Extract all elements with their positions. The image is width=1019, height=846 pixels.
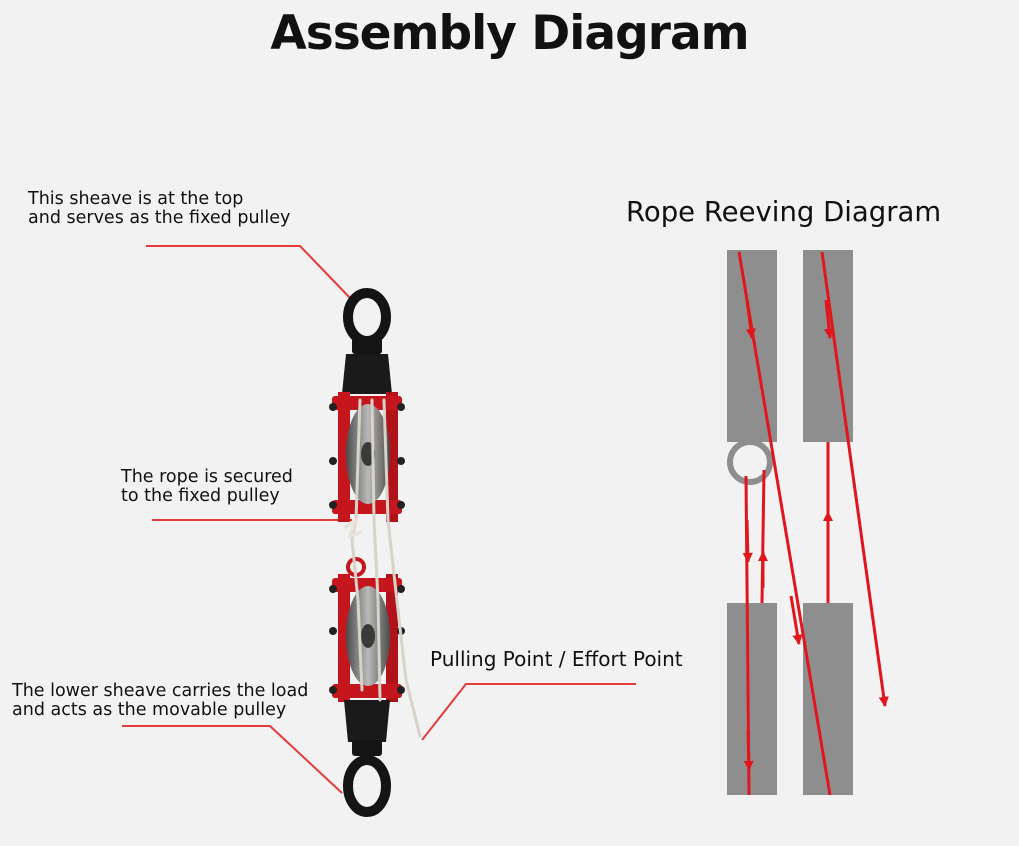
- rope-secured-label: The rope is secured to the fixed pulley: [121, 468, 293, 506]
- upper-frame-bottom: [332, 500, 402, 514]
- lower-sheave-label-line-1: The lower sheave carries the load: [12, 681, 309, 701]
- rope-strand-2: [370, 398, 382, 702]
- rope-path-1: [737, 251, 832, 796]
- upper-bolt-5: [329, 501, 337, 509]
- top-sheave-label-line-2: and serves as the fixed pulley: [28, 208, 291, 228]
- lower-sheave-leader: [122, 725, 343, 794]
- lower-bolt-1: [329, 585, 337, 593]
- pulley-block-assembly: [329, 288, 422, 817]
- lower-bolt-5: [329, 686, 337, 694]
- upper-bolt-6: [397, 501, 405, 509]
- pulling-point-label: Pulling Point / Effort Point: [430, 647, 683, 671]
- lower-frame-left: [338, 574, 350, 702]
- lower-sheave-hub: [361, 624, 375, 648]
- rope-strands: [350, 398, 422, 738]
- lower-sheave-label: The lower sheave carries the load and ac…: [12, 682, 308, 720]
- upper-bolt-1: [329, 403, 337, 411]
- top-eye: [343, 288, 391, 346]
- movable-block-left: [727, 603, 777, 795]
- rope-strand-3: [382, 398, 422, 738]
- lower-bolt-6: [397, 686, 405, 694]
- top-sheave-leader: [146, 245, 353, 301]
- fixed-block-left: [727, 250, 777, 442]
- arrow-down-5: [743, 729, 754, 772]
- rope-reeving-title: Rope Reeving Diagram: [626, 196, 942, 228]
- reeving-schematic: [727, 250, 889, 796]
- lower-bolt-3: [329, 627, 337, 635]
- lower-frame-top: [332, 578, 402, 592]
- rope-path-2: [820, 251, 889, 708]
- lower-frame-bottom: [332, 684, 402, 698]
- lower-frame-right: [386, 574, 398, 702]
- bottom-swivel: [352, 740, 382, 756]
- arrow-down-2: [823, 299, 835, 340]
- rope-secured-label-line-2: to the fixed pulley: [121, 486, 280, 506]
- top-swivel: [352, 338, 382, 354]
- upper-bolt-3: [329, 457, 337, 465]
- upper-frame-left: [338, 392, 350, 522]
- top-sheave-label: This sheave is at the top and serves as …: [28, 190, 290, 228]
- pulling-point-leader: [421, 683, 636, 741]
- arrow-down-3: [789, 595, 803, 646]
- rope-knot: [343, 516, 363, 539]
- top-sheave-label-line-1: This sheave is at the top: [28, 189, 244, 209]
- page-title: Assembly Diagram: [270, 6, 749, 61]
- rope-secured-label-line-1: The rope is secured: [121, 467, 293, 487]
- bottom-eye: [343, 755, 391, 817]
- arrow-down-4: [742, 519, 753, 564]
- top-shackle: [342, 354, 392, 394]
- movable-block-right: [803, 603, 853, 795]
- pulling-point-label-text: Pulling Point / Effort Point: [430, 647, 683, 671]
- arrow-down-1: [745, 299, 756, 340]
- lower-bolt-2: [397, 585, 405, 593]
- bottom-shackle: [344, 700, 390, 742]
- rope-strand-1: [350, 398, 364, 692]
- lower-sheave-label-line-2: and acts as the movable pulley: [12, 700, 287, 720]
- callout-leaders: [122, 245, 636, 794]
- upper-frame-right: [386, 392, 398, 522]
- anchor-ring: [727, 439, 773, 485]
- upper-bolt-2: [397, 403, 405, 411]
- direction-arrows: [742, 299, 835, 772]
- upper-bolt-4: [397, 457, 405, 465]
